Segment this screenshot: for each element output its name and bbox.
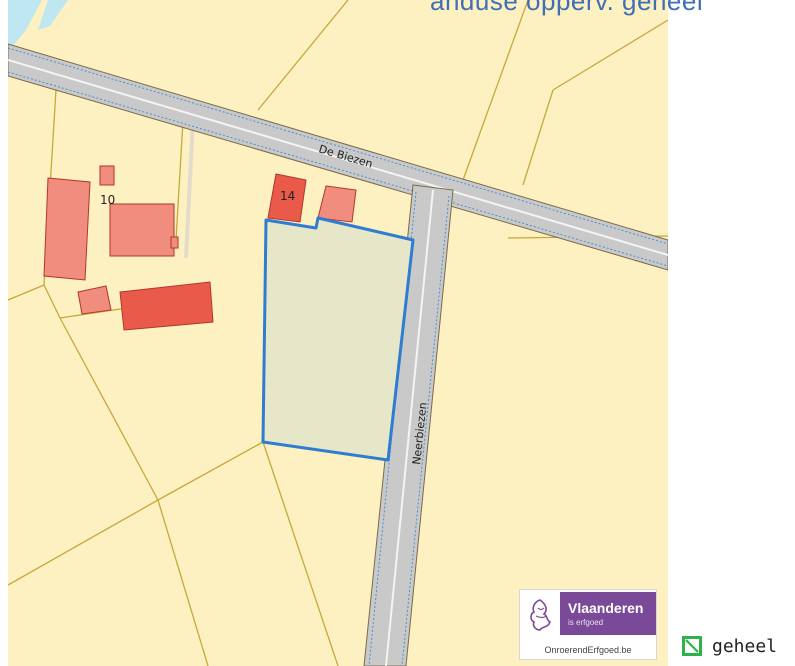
selected-parcel-outline[interactable] bbox=[261, 216, 415, 462]
road-de-biezen: De Biezen bbox=[8, 43, 668, 271]
building bbox=[77, 285, 112, 315]
vlaanderen-logo: Vlaanderen is erfgoed OnroerendErfgoed.b… bbox=[519, 589, 657, 660]
water-area bbox=[8, 0, 42, 52]
water-canal bbox=[38, 0, 68, 30]
road-neerbiezen: Neerbiezen bbox=[363, 184, 454, 666]
map-view[interactable]: De Biezen Neerbiezen 10 14 bbox=[8, 0, 668, 666]
logo-tagline: is erfgoed bbox=[568, 618, 604, 627]
building-14 bbox=[267, 173, 307, 223]
house-number-10: 10 bbox=[100, 193, 115, 207]
legend: geheel bbox=[682, 634, 777, 658]
logo-url: OnroerendErfgoed.be bbox=[544, 645, 632, 655]
legend-label: geheel bbox=[712, 635, 778, 657]
building bbox=[43, 177, 91, 281]
map-title-cutoff: anduse opperv. geheel bbox=[430, 0, 704, 16]
house-number-14: 14 bbox=[280, 189, 295, 203]
flemish-lion-icon bbox=[530, 599, 551, 631]
logo-brand-panel: Vlaanderen is erfgoed bbox=[560, 592, 656, 635]
building bbox=[99, 165, 115, 186]
driveway bbox=[184, 119, 195, 259]
building bbox=[109, 203, 175, 257]
buildings bbox=[43, 165, 357, 331]
cadastral-map[interactable]: De Biezen Neerbiezen 10 14 bbox=[8, 0, 668, 666]
polygon-outline-icon bbox=[682, 636, 702, 656]
building bbox=[170, 236, 179, 249]
building bbox=[317, 185, 357, 223]
building bbox=[119, 281, 214, 331]
logo-name: Vlaanderen bbox=[568, 600, 644, 616]
